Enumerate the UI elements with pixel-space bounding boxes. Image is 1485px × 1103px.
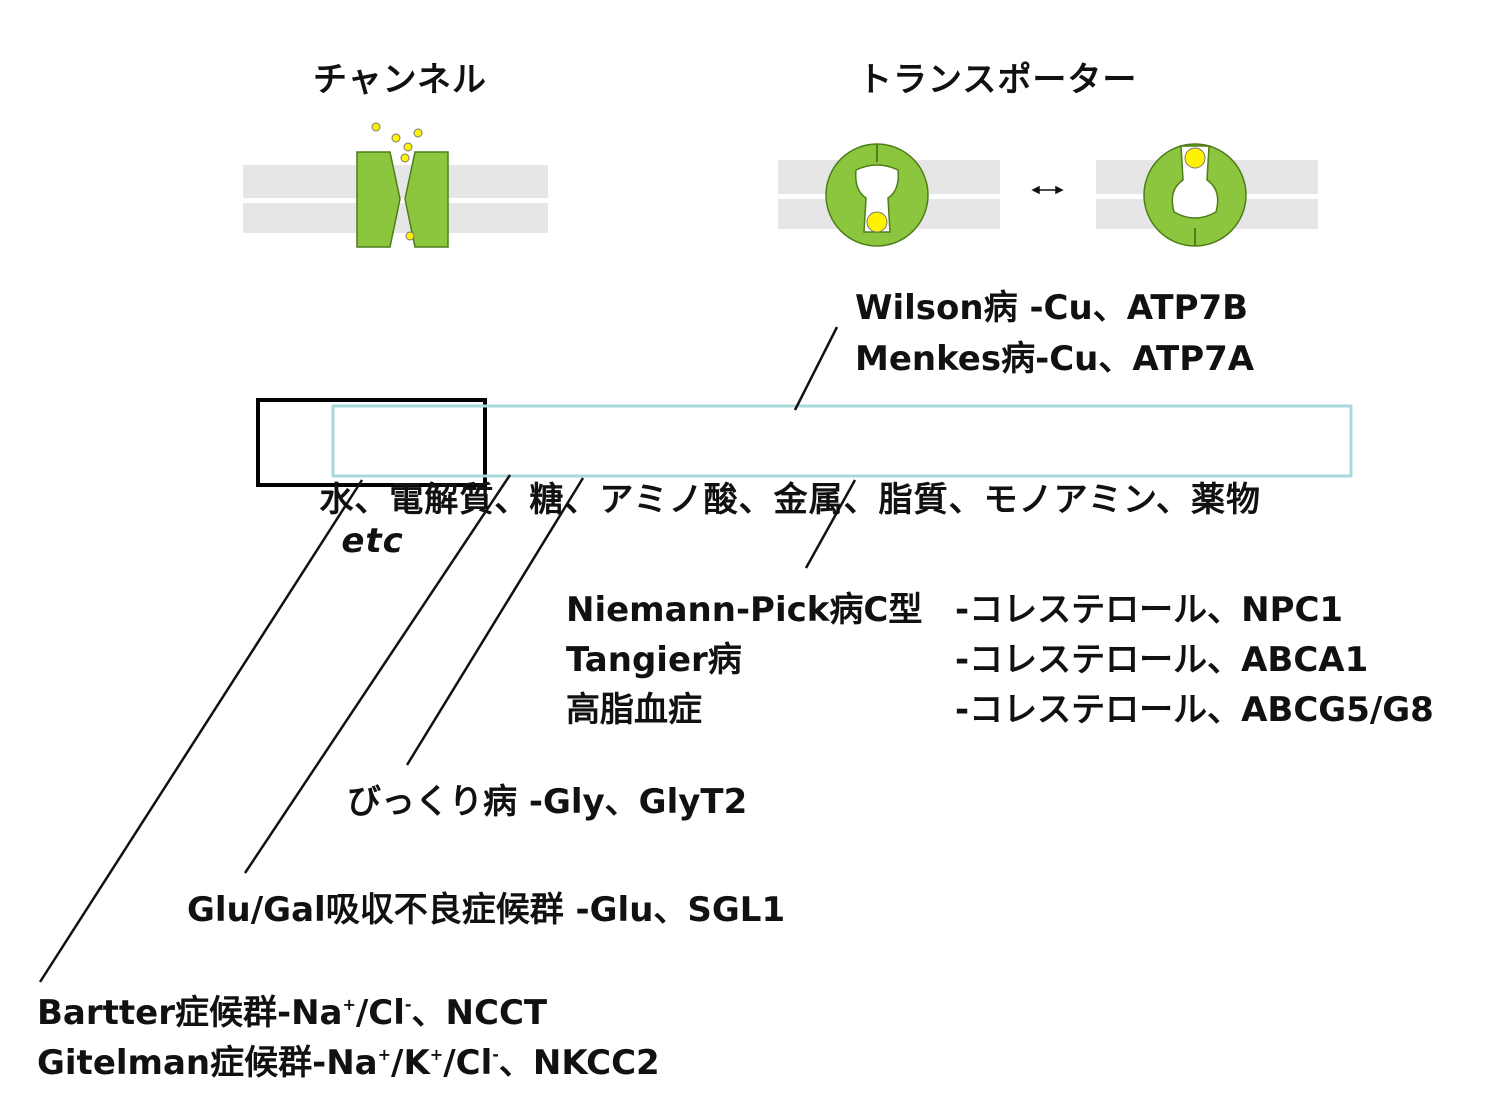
disease-niemann-pick: Niemann-Pick病C型 [566,590,923,630]
connector-lines [38,326,857,983]
transporter-protein-icon-open-down [825,143,929,247]
heading-transporter: トランスポーター [858,60,1138,100]
black-box-outline [256,398,487,487]
transporter-protein-icon-open-up [1143,143,1247,247]
disease-niemann-pick-detail: -コレステロール、NPC1 [955,590,1344,630]
disease-glu-gal: Glu/Gal吸収不良症候群 -Glu、SGL1 [187,890,786,930]
disease-tangier: Tangier病 [566,640,742,680]
disease-hyperlipidemia: 高脂血症 [566,690,702,730]
disease-wilson: Wilson病 -Cu、ATP7B [855,288,1249,328]
categories-etc: etc [341,521,404,561]
categories-text: 水、電解質、糖、アミノ酸、金属、脂質、モノアミン、薬物 [319,480,1261,520]
channel-protein-icon [356,151,449,248]
cyan-box-outline [331,404,1353,478]
disease-gitelman: Gitelman症候群-Na+/K+/Cl-、NKCC2 [37,1043,660,1083]
disease-bikkuri: びっくり病 -Gly、GlyT2 [347,782,748,822]
heading-channel: チャンネル [313,60,487,100]
ion-dots-icon [371,122,423,241]
substance-categories: 水、電解質、糖、アミノ酸、金属、脂質、モノアミン、薬物 etc [268,432,1261,601]
disease-bartter: Bartter症候群-Na+/Cl-、NCCT [37,993,548,1033]
disease-hyperlipidemia-detail: -コレステロール、ABCG5/G8 [955,690,1434,730]
disease-tangier-detail: -コレステロール、ABCA1 [955,640,1369,680]
double-arrow-icon [1031,185,1064,195]
disease-menkes: Menkes病-Cu、ATP7A [855,339,1255,379]
